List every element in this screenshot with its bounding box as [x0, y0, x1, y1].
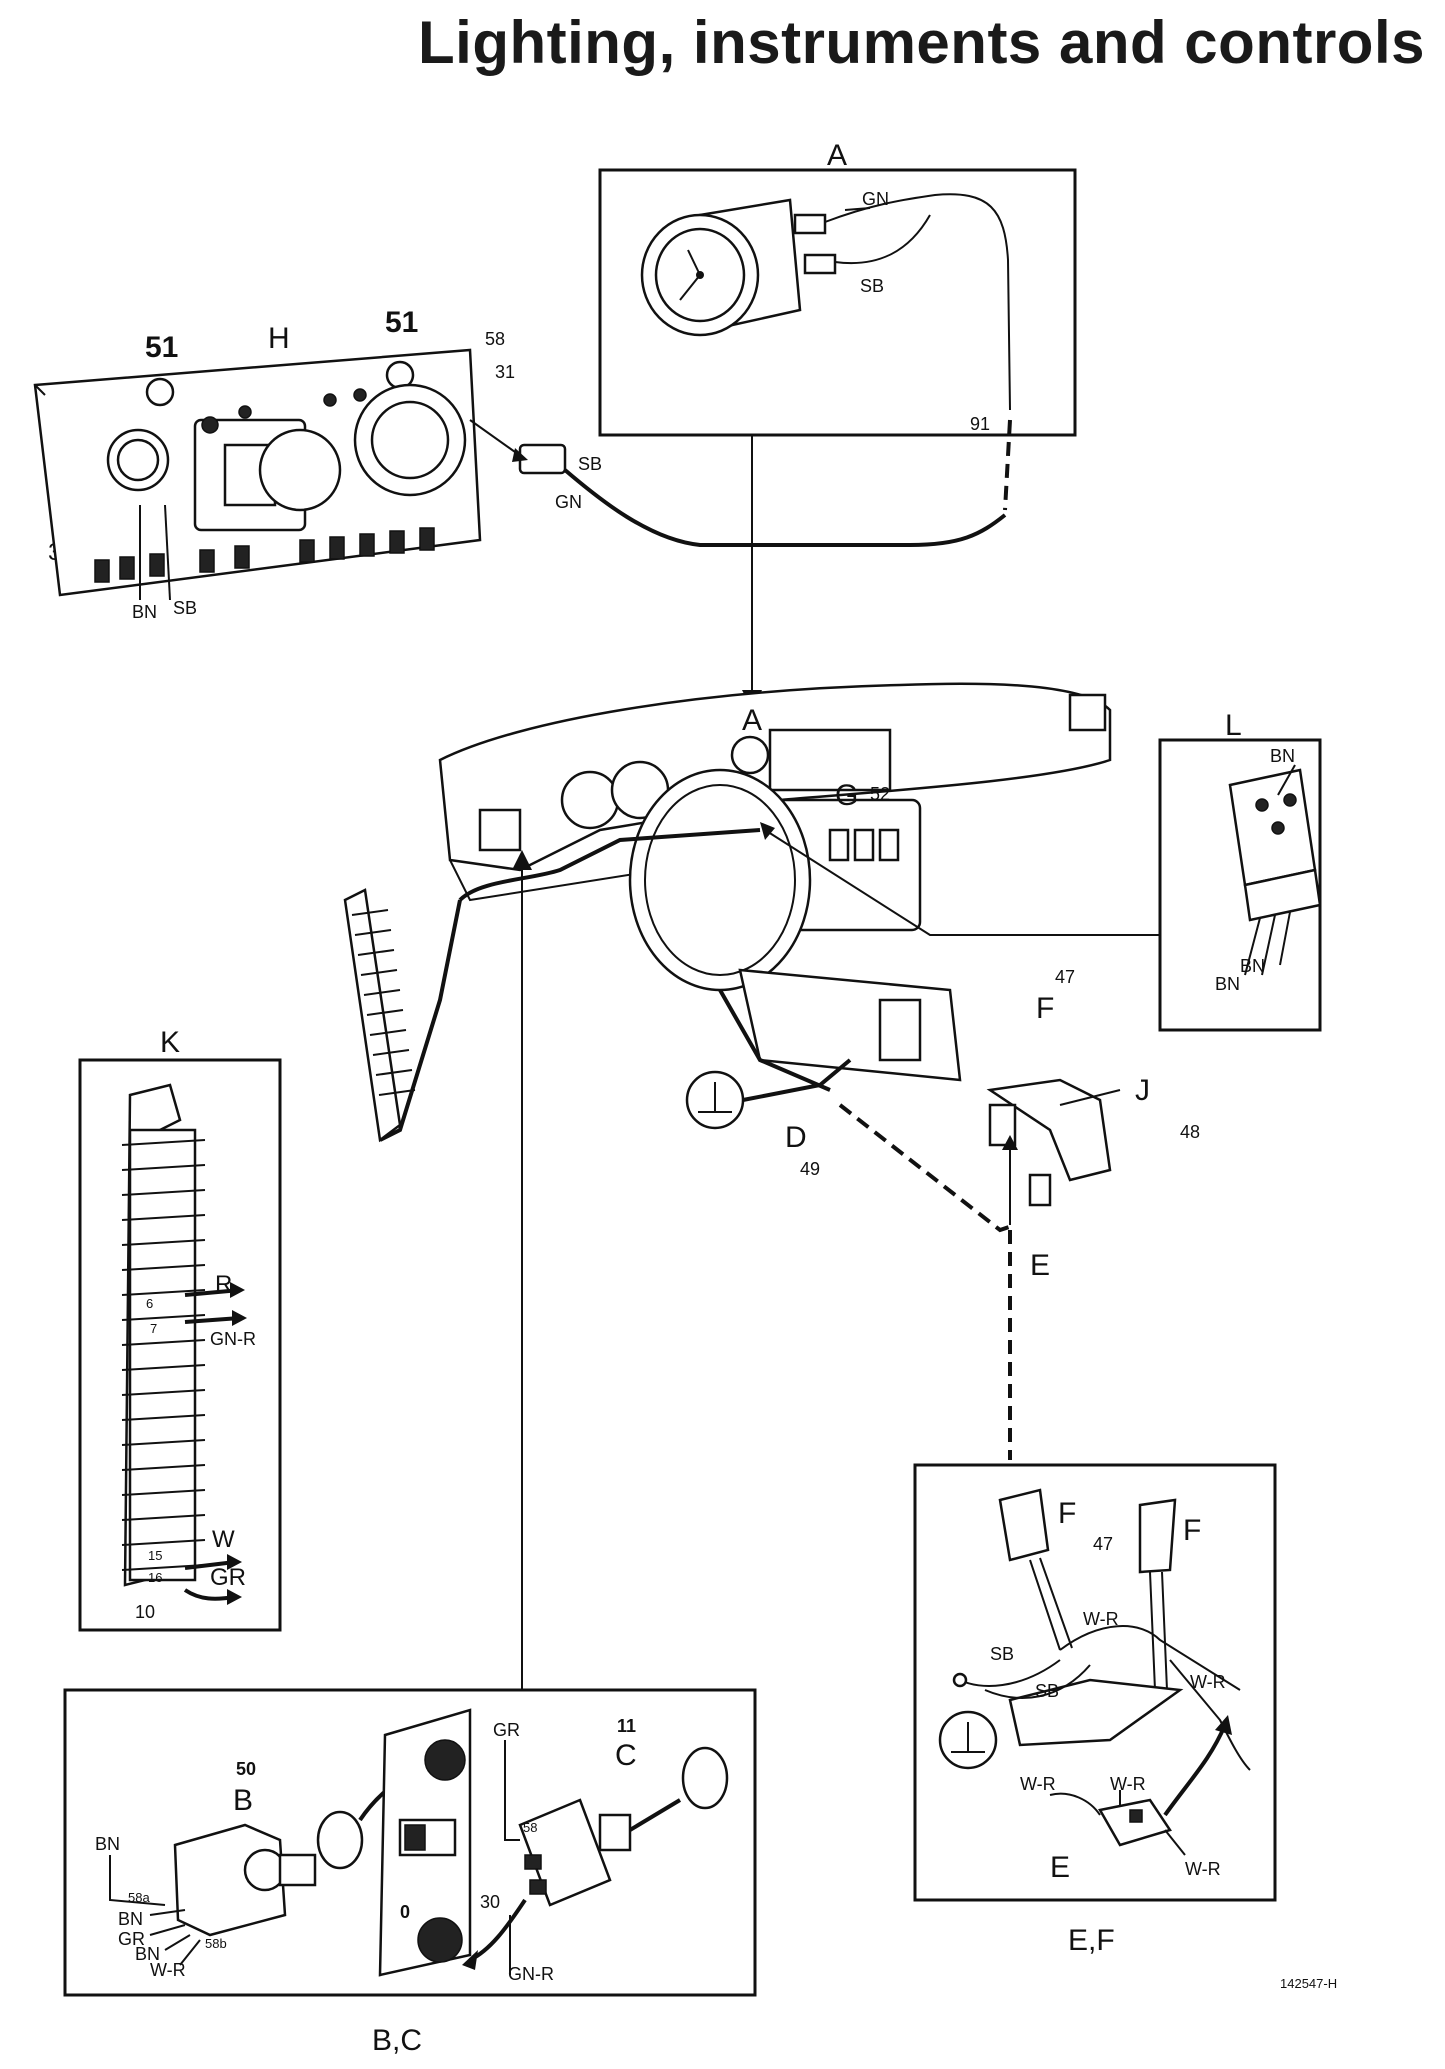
panel-ef-wire-wr-2: W-R — [1190, 1672, 1226, 1692]
connector-plug-icon — [1228, 764, 1322, 976]
panel-h-wire-sb: SB — [578, 454, 602, 474]
panel-c-wire-gnr: GN-R — [508, 1964, 554, 1984]
panel-c-wire-gr: GR — [493, 1720, 520, 1740]
bulb-holders — [94, 527, 435, 583]
panel-b-wire-bn-3: BN — [135, 1944, 160, 1964]
panel-k-pin-15: 15 — [148, 1548, 162, 1563]
dash-label-48: 48 — [1180, 1122, 1200, 1142]
seat-belt-buckle-icon — [998, 1488, 1184, 1747]
panel-h-pin-58: 58 — [485, 329, 505, 349]
panel-h-wire-gn: GN — [555, 492, 582, 512]
ground-symbol-icon — [685, 1058, 852, 1130]
panel-a-wire-gn: GN — [862, 189, 889, 209]
panel-b-label: B — [233, 1784, 253, 1817]
panel-bc-caption: B,C — [372, 2024, 422, 2057]
dash-label-49: 49 — [800, 1159, 820, 1179]
panel-k-wire-r: R — [215, 1271, 232, 1298]
panel-ef-wire-wr-5: W-R — [1185, 1859, 1221, 1879]
panel-l-wire-bn-top: BN — [1270, 746, 1295, 766]
panel-h-wire-bn: BN — [132, 602, 157, 622]
switch-row-icon — [828, 828, 900, 862]
switch-mark-0: 0 — [400, 1902, 410, 1922]
panel-ef-wire-wr-1: W-R — [1083, 1609, 1119, 1629]
panel-b-wire-wr: W-R — [150, 1960, 186, 1980]
panel-a: A GN SB 91 — [598, 139, 1077, 710]
panel-k-pin-6: 6 — [146, 1296, 153, 1311]
panel-ef-wire-sb-1: SB — [990, 1644, 1014, 1664]
panel-k: K R GN-R 6 7 W GR 15 16 10 — [78, 1026, 282, 1632]
panel-c-pin-30: 30 — [480, 1892, 500, 1912]
light-switch-panel-icon — [378, 1708, 472, 1977]
panel-a-number: 91 — [970, 414, 990, 434]
panel-h-knob-51-right: 51 — [385, 306, 418, 339]
panel-b-number: 50 — [236, 1759, 256, 1779]
steering-wheel-icon — [628, 768, 812, 992]
panel-h-pin-31-right: 31 — [495, 362, 515, 382]
panel-k-pin-7: 7 — [150, 1321, 157, 1336]
panel-h-knob-51-left: 51 — [145, 331, 178, 364]
panel-l: L BN BN BN — [1158, 709, 1322, 1032]
panel-f-label-1: F — [1058, 1497, 1076, 1530]
figure-number: 142547-H — [1280, 1976, 1337, 1991]
gear-lever-icon — [878, 998, 922, 1062]
dash-label-52: 52 — [870, 784, 890, 804]
dash-label-e: E — [1030, 1249, 1050, 1282]
panel-ef-wire-wr-3: W-R — [1020, 1774, 1056, 1794]
panel-ef-wire-sb-2: SB — [1035, 1681, 1059, 1701]
dash-label-d: D — [785, 1121, 807, 1154]
panel-h-label: H — [268, 322, 290, 355]
panel-k-pin-10: 10 — [135, 1602, 155, 1622]
panel-l-wire-bn-mid: BN — [1240, 956, 1265, 976]
panel-b-wire-gr: GR — [118, 1929, 145, 1949]
panel-ef-number: 47 — [1093, 1534, 1113, 1554]
panel-k-wire-gr: GR — [210, 1564, 246, 1591]
panel-ef-caption: E,F — [1068, 1924, 1115, 1957]
dash-label-j: J — [1135, 1074, 1150, 1107]
panel-ef-wire-wr-4: W-R — [1110, 1774, 1146, 1794]
panel-f-label-2: F — [1183, 1514, 1201, 1547]
fuse-block-detail-icon — [121, 1083, 206, 1587]
panel-l-wire-bn-low: BN — [1215, 974, 1240, 994]
panel-a-wire-sb: SB — [860, 276, 884, 296]
ground-symbol-ef-icon — [938, 1659, 1091, 1770]
clock-gauge-icon — [640, 198, 837, 337]
dashboard-icon — [379, 682, 1112, 1142]
panel-k-pin-16: 16 — [148, 1570, 162, 1585]
dash-label-47: 47 — [1055, 967, 1075, 987]
dashboard-view: A G 52 47 F J 48 D 49 E — [343, 682, 1200, 1690]
panel-h: H 51 51 58 31 31 10 4 32 — [33, 306, 910, 622]
panel-c-pin-58: 58 — [523, 1820, 537, 1835]
panel-b-wire-bn-top: BN — [95, 1834, 120, 1854]
panel-c-label: C — [615, 1739, 637, 1772]
panel-a-label: A — [827, 139, 847, 172]
panel-h-wire-sb-bottom: SB — [173, 598, 197, 618]
dash-label-f: F — [1036, 992, 1054, 1025]
belt-switch-icon — [1098, 1798, 1172, 1847]
headlight-switch-icon — [518, 1746, 729, 1907]
panel-k-wire-w: W — [212, 1526, 235, 1553]
fuse-block-icon — [343, 888, 416, 1143]
panel-k-label: K — [160, 1026, 180, 1059]
panel-c-number: 11 — [617, 1716, 636, 1736]
dash-label-a: A — [742, 704, 762, 737]
panel-b-pin-58a: 58a — [128, 1890, 150, 1905]
panel-b-pin-58b: 58b — [205, 1936, 227, 1951]
panel-e-label: E — [1050, 1851, 1070, 1884]
panel-k-wire-gnr: GN-R — [210, 1329, 256, 1349]
panel-bc: B,C 50 B 11 C BN 58a BN GR BN W-R 58b — [63, 1688, 757, 2057]
panel-l-label: L — [1225, 709, 1242, 742]
dash-label-g: G — [835, 779, 858, 812]
panel-ef: E,F F F 47 W-R SB SB W-R — [913, 1463, 1277, 1957]
panel-b-wire-bn-2: BN — [118, 1909, 143, 1929]
instrument-cluster-icon — [33, 348, 482, 597]
page-title: Lighting, instruments and controls — [418, 9, 1425, 76]
